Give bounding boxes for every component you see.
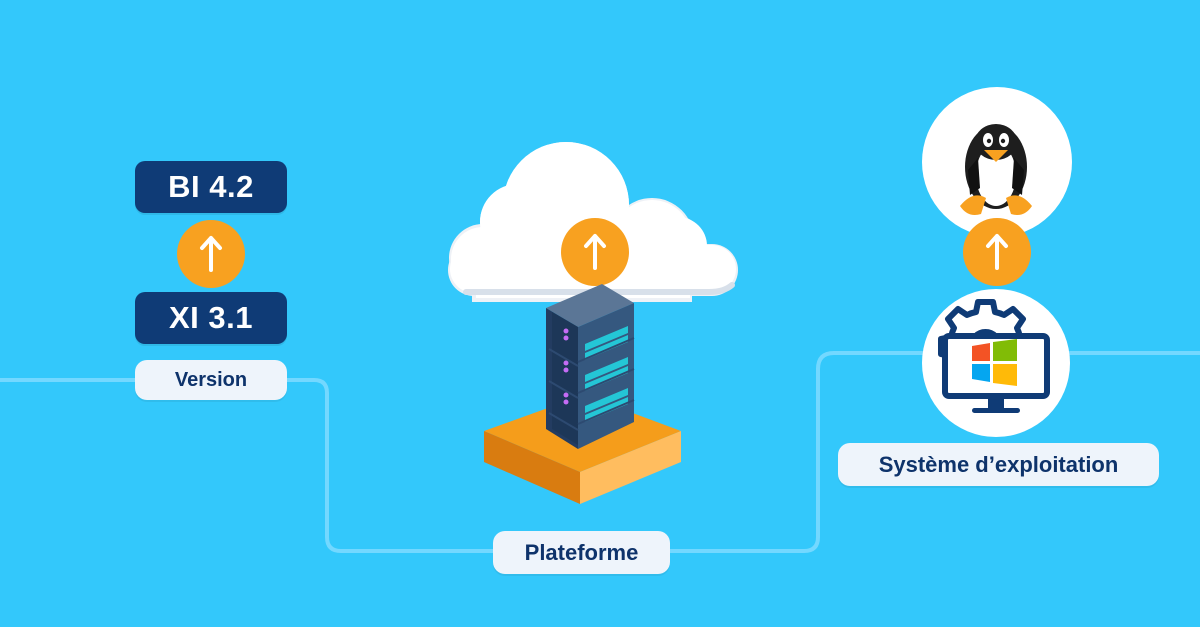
version-label-text: Version bbox=[174, 368, 248, 391]
version-upgrade-icon bbox=[177, 220, 245, 288]
platform-label-text: Plateforme bbox=[524, 539, 639, 565]
version-xi-badge: XI 3.1 bbox=[135, 292, 287, 344]
version-xi-text: XI 3.1 bbox=[169, 300, 253, 335]
version-bi-badge: BI 4.2 bbox=[135, 161, 287, 213]
version-bi-text: BI 4.2 bbox=[168, 169, 254, 204]
server-rack-icon bbox=[472, 272, 687, 504]
operating-system-label-text: Système d’exploitation bbox=[878, 451, 1119, 477]
platform-label: Plateforme bbox=[493, 531, 670, 574]
os-upgrade-icon bbox=[963, 218, 1031, 286]
version-label: Version bbox=[135, 360, 287, 400]
linux-penguin-icon bbox=[950, 110, 1042, 222]
platform-upgrade-icon bbox=[561, 218, 629, 286]
operating-system-label: Système d’exploitation bbox=[838, 443, 1159, 486]
windows-monitor-icon bbox=[937, 292, 1055, 422]
